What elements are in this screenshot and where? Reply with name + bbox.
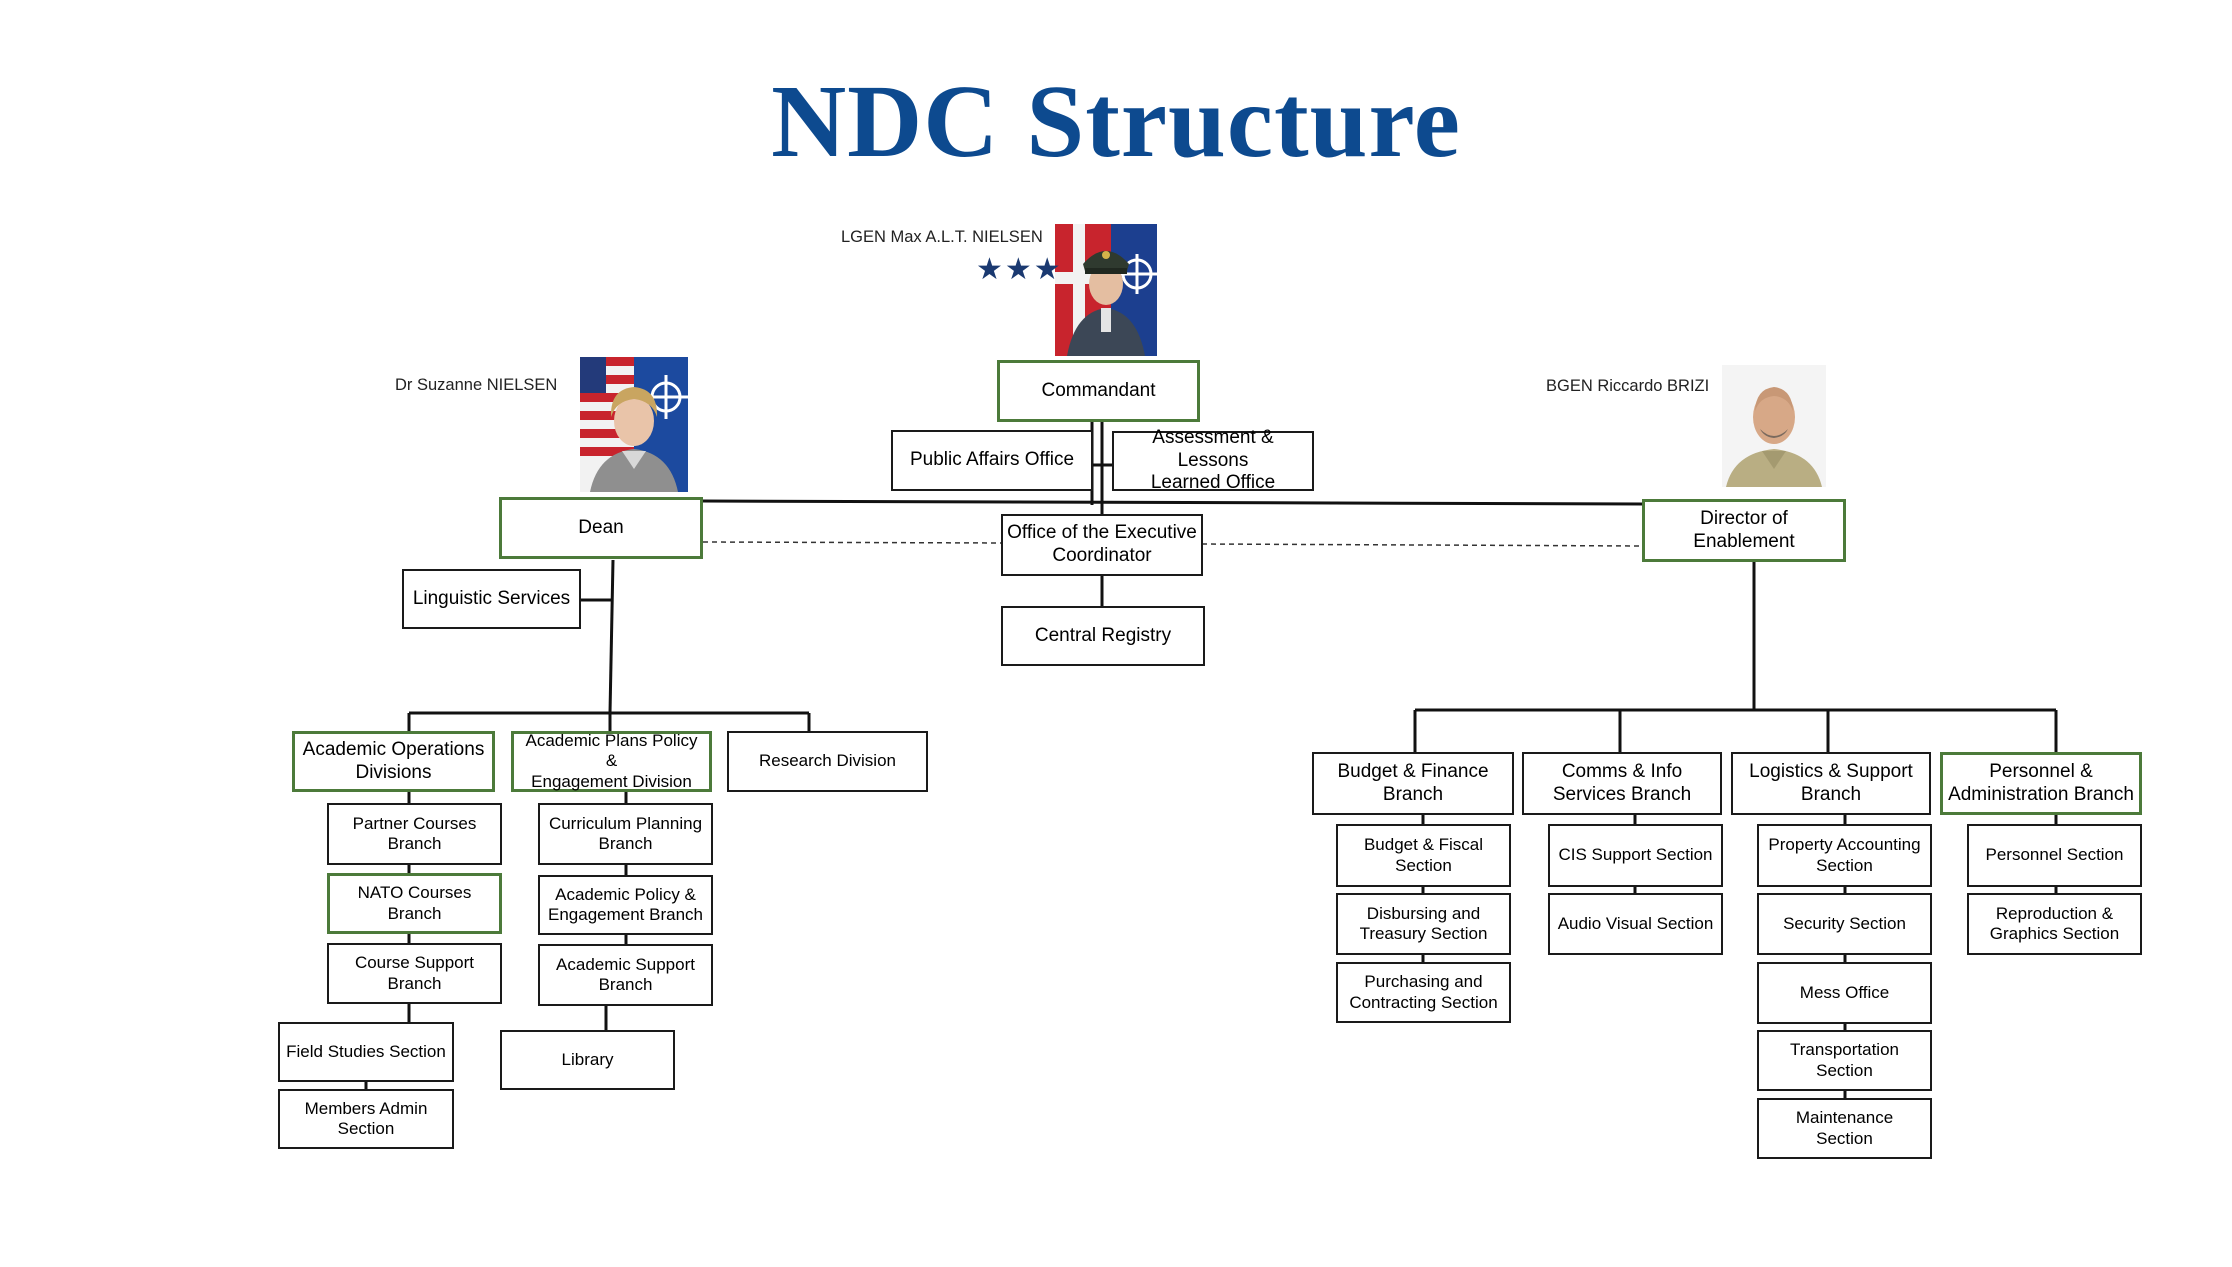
research-division-box: Research Division bbox=[727, 731, 928, 792]
budget-finance-box: Budget & Finance Branch bbox=[1312, 752, 1514, 815]
dean-photo bbox=[580, 357, 688, 492]
academic-plans-policy-box: Academic Plans Policy & Engagement Divis… bbox=[511, 731, 712, 792]
nato-courses-box: NATO Courses Branch bbox=[327, 873, 502, 934]
page-title: NDC Structure bbox=[771, 64, 1461, 179]
curriculum-planning-box: Curriculum Planning Branch bbox=[538, 803, 713, 865]
security-section-box: Security Section bbox=[1757, 893, 1932, 955]
personnel-administration-box: Personnel & Administration Branch bbox=[1940, 752, 2142, 815]
partner-courses-box: Partner Courses Branch bbox=[327, 803, 502, 865]
audio-visual-box: Audio Visual Section bbox=[1548, 893, 1723, 955]
public-affairs-box: Public Affairs Office bbox=[891, 430, 1093, 491]
transportation-box: Transportation Section bbox=[1757, 1030, 1932, 1091]
academic-policy-box: Academic Policy & Engagement Branch bbox=[538, 875, 713, 935]
director-enablement-box: Director of Enablement bbox=[1642, 499, 1846, 562]
dean-box: Dean bbox=[499, 497, 703, 559]
linguistic-services-box: Linguistic Services bbox=[402, 569, 581, 629]
rank-stars: ★★★ bbox=[976, 253, 1063, 286]
mess-office-box: Mess Office bbox=[1757, 962, 1932, 1024]
academic-support-box: Academic Support Branch bbox=[538, 944, 713, 1006]
budget-fiscal-box: Budget & Fiscal Section bbox=[1336, 824, 1511, 887]
commandant-box: Commandant bbox=[997, 360, 1200, 422]
course-support-box: Course Support Branch bbox=[327, 943, 502, 1004]
central-registry-box: Central Registry bbox=[1001, 606, 1205, 666]
director-photo bbox=[1722, 365, 1826, 487]
disbursing-treasury-box: Disbursing and Treasury Section bbox=[1336, 893, 1511, 955]
executive-coordinator-box: Office of the Executive Coordinator bbox=[1001, 514, 1203, 576]
academic-operations-box: Academic Operations Divisions bbox=[292, 731, 495, 792]
members-admin-box: Members Admin Section bbox=[278, 1089, 454, 1149]
property-accounting-box: Property Accounting Section bbox=[1757, 824, 1932, 887]
director-name: BGEN Riccardo BRIZI bbox=[1546, 377, 1710, 395]
field-studies-box: Field Studies Section bbox=[278, 1022, 454, 1082]
assessment-box: Assessment & Lessons Learned Office bbox=[1112, 427, 1314, 493]
purchasing-contracting-box: Purchasing and Contracting Section bbox=[1336, 962, 1511, 1023]
commandant-photo bbox=[1055, 224, 1157, 356]
comms-info-box: Comms & Info Services Branch bbox=[1522, 752, 1722, 815]
personnel-section-box: Personnel Section bbox=[1967, 824, 2142, 887]
logistics-support-box: Logistics & Support Branch bbox=[1731, 752, 1931, 815]
library-box: Library bbox=[500, 1030, 675, 1090]
cis-support-box: CIS Support Section bbox=[1548, 824, 1723, 887]
commandant-name: LGEN Max A.L.T. NIELSEN bbox=[841, 228, 1043, 246]
dean-name: Dr Suzanne NIELSEN bbox=[395, 376, 558, 394]
maintenance-box: Maintenance Section bbox=[1757, 1098, 1932, 1159]
reproduction-graphics-box: Reproduction & Graphics Section bbox=[1967, 893, 2142, 955]
